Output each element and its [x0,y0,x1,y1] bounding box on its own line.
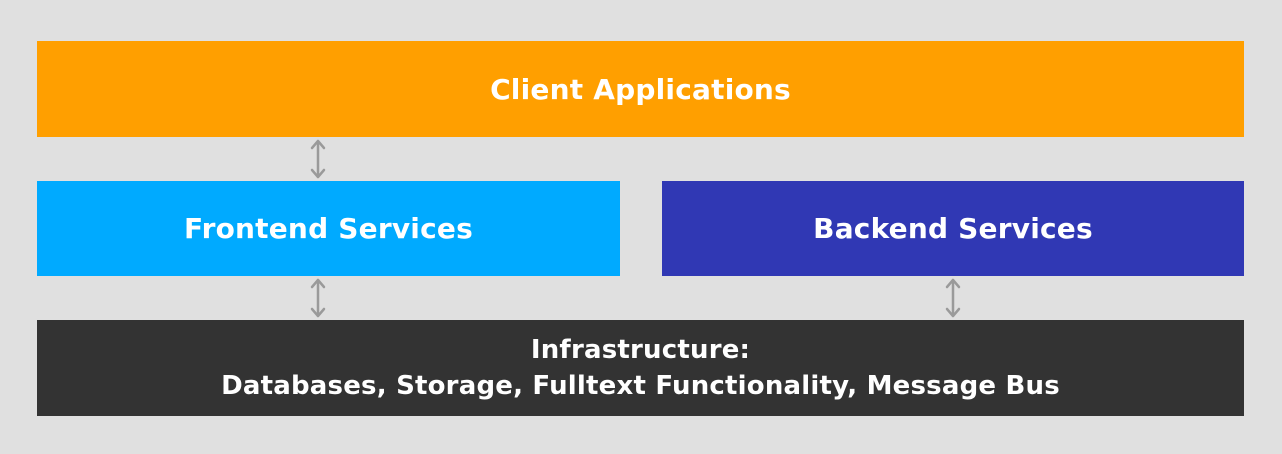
backend-services-box: Backend Services [662,181,1244,276]
backend-services-label: Backend Services [813,212,1093,245]
client-applications-label: Client Applications [490,72,791,106]
infrastructure-title: Infrastructure: [530,335,751,365]
frontend-services-label: Frontend Services [184,212,473,245]
client-applications-box: Client Applications [37,41,1244,137]
client-frontend-double-arrow [310,139,326,179]
frontend-infrastructure-double-arrow [310,278,326,318]
infrastructure-components: Databases, Storage, Fulltext Functionali… [221,371,1060,401]
backend-infrastructure-double-arrow [945,278,961,318]
infrastructure-box: Infrastructure: Databases, Storage, Full… [37,320,1244,416]
frontend-services-box: Frontend Services [37,181,620,276]
